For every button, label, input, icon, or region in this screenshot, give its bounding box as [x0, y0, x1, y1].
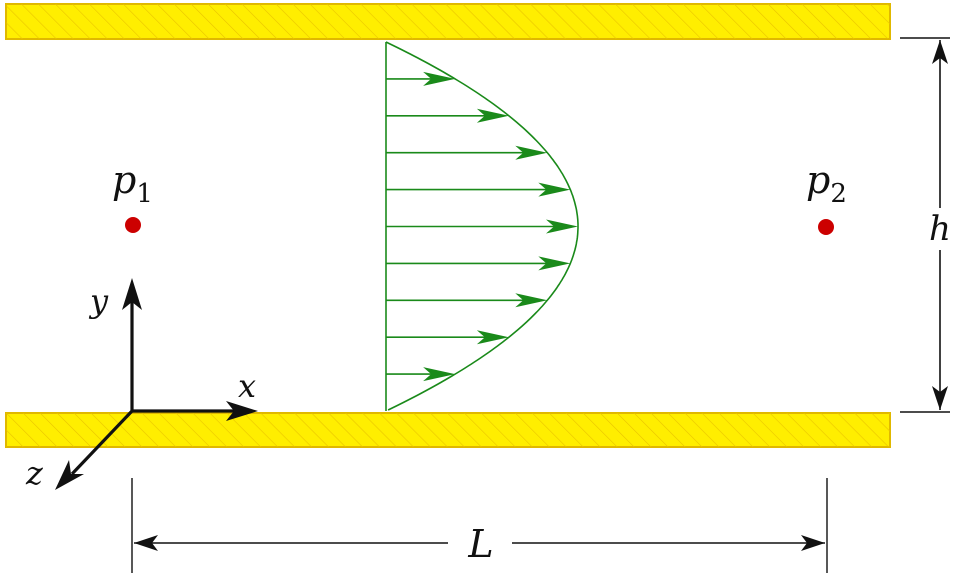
coordinate-axes: x y z: [25, 278, 258, 492]
pressure-dot-1: [125, 217, 141, 233]
profile-arrow-head: [423, 367, 456, 382]
height-label: h: [929, 209, 951, 249]
length-label: L: [467, 522, 493, 566]
axis-y-label: y: [88, 282, 109, 320]
profile-arrow-head: [515, 145, 548, 160]
z-axis: [70, 409, 134, 476]
profile-arrow-head: [423, 71, 456, 86]
profile-arrow-head: [546, 219, 578, 234]
pressure-dot-2: [818, 219, 834, 235]
profile-arrow-head: [476, 108, 509, 123]
axis-z-label: z: [25, 454, 44, 492]
pressure-point-1: p1: [112, 158, 153, 233]
profile-arrows: [386, 71, 578, 382]
profile-arrow-head: [476, 330, 509, 345]
velocity-profile: [385, 41, 579, 411]
pressure-label-1: p1: [112, 158, 153, 209]
pressure-point-2: p2: [806, 158, 847, 235]
top-plate: [5, 3, 891, 40]
profile-arrow-head: [538, 182, 571, 197]
profile-curve: [385, 41, 579, 411]
profile-arrow-head: [538, 256, 571, 271]
length-dimension: L: [131, 478, 828, 573]
bottom-plate: [5, 412, 891, 448]
height-dimension: h: [900, 37, 951, 413]
pressure-label-2: p2: [806, 158, 847, 209]
axis-x-label: x: [238, 367, 256, 405]
profile-arrow-head: [515, 293, 548, 308]
